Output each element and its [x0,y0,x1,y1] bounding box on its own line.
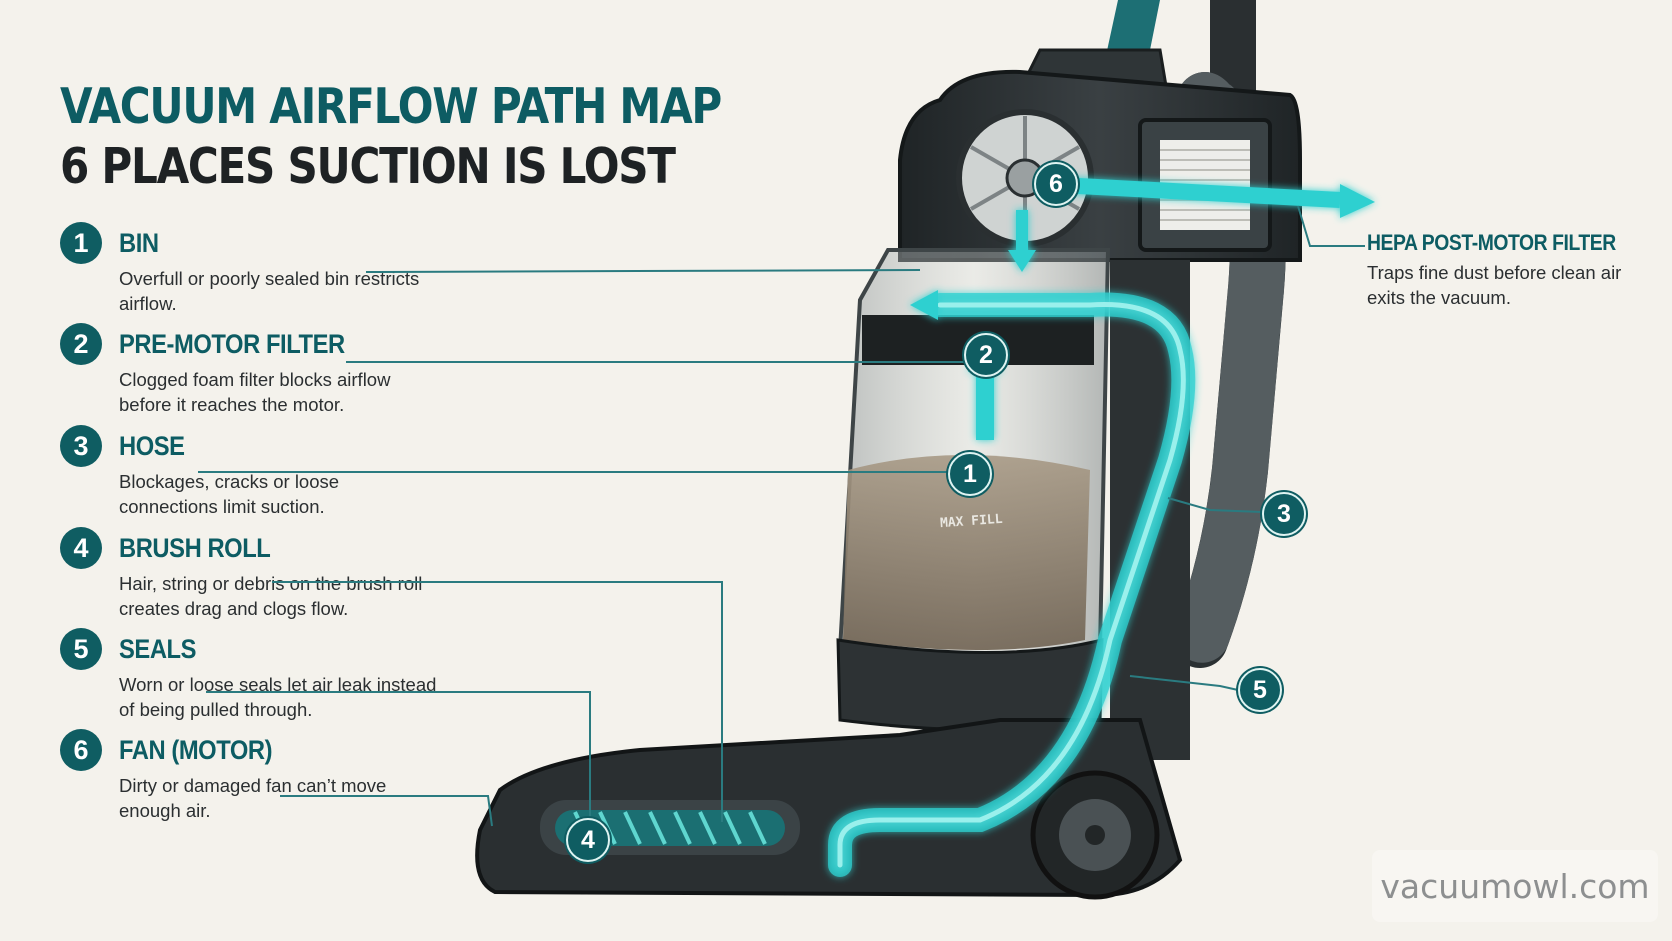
legend-item-description: Overfull or poorly sealed bin restricts … [119,268,420,314]
legend-item-title: SEALS [119,634,197,664]
diagram-badge-seals: 5 [1238,668,1282,712]
legend-item-title: HOSE [119,431,185,461]
watermark-text: vacuumowl.com [1380,866,1650,906]
number-badge: 6 [60,729,102,771]
diagram-badge-bin: 1 [948,452,992,496]
legend-item-description: Clogged foam filter blocks airflow befor… [119,369,391,415]
bin-debris [843,455,1090,650]
handle-grip [1105,0,1160,60]
diagram-badge-hose: 3 [1262,492,1306,536]
legend-item-title: BIN [119,228,159,258]
number-badge: 2 [60,323,102,365]
legend-item-title: BRUSH ROLL [119,533,271,563]
number-badge: 3 [60,425,102,467]
number-badge: 4 [60,527,102,569]
callout-lines [198,205,1365,838]
legend-item-description: Dirty or damaged fan can’t move enough a… [119,775,387,821]
watermark: vacuumowl.com [1372,850,1658,922]
wheel-axle [1085,825,1105,845]
page-subtitle: 6 PLACES SUCTION IS LOST [60,138,676,195]
diagram-badge-brush-roll: 4 [566,818,610,862]
legend-item-title: PRE-MOTOR FILTER [119,329,345,359]
legend-item-title: FAN (MOTOR) [119,735,273,765]
number-badge: 5 [60,628,102,670]
hepa-filter-title: HEPA POST-MOTOR FILTER [1367,230,1616,255]
legend-item-description: Blockages, cracks or loose connections l… [119,471,340,517]
diagram-badge-pre-motor-filter: 2 [964,333,1008,377]
page-title: VACUUM AIRFLOW PATH MAP [60,78,722,135]
number-badge: 1 [60,222,102,264]
diagram-badge-fan-motor: 6 [1034,162,1078,206]
legend-item-description: Worn or loose seals let air leak instead… [119,674,437,720]
bin-base [836,638,1104,732]
legend-item-description: Hair, string or debris on the brush roll… [119,573,423,619]
hepa-filter-description: Traps fine dust before clean air exits t… [1367,262,1622,308]
